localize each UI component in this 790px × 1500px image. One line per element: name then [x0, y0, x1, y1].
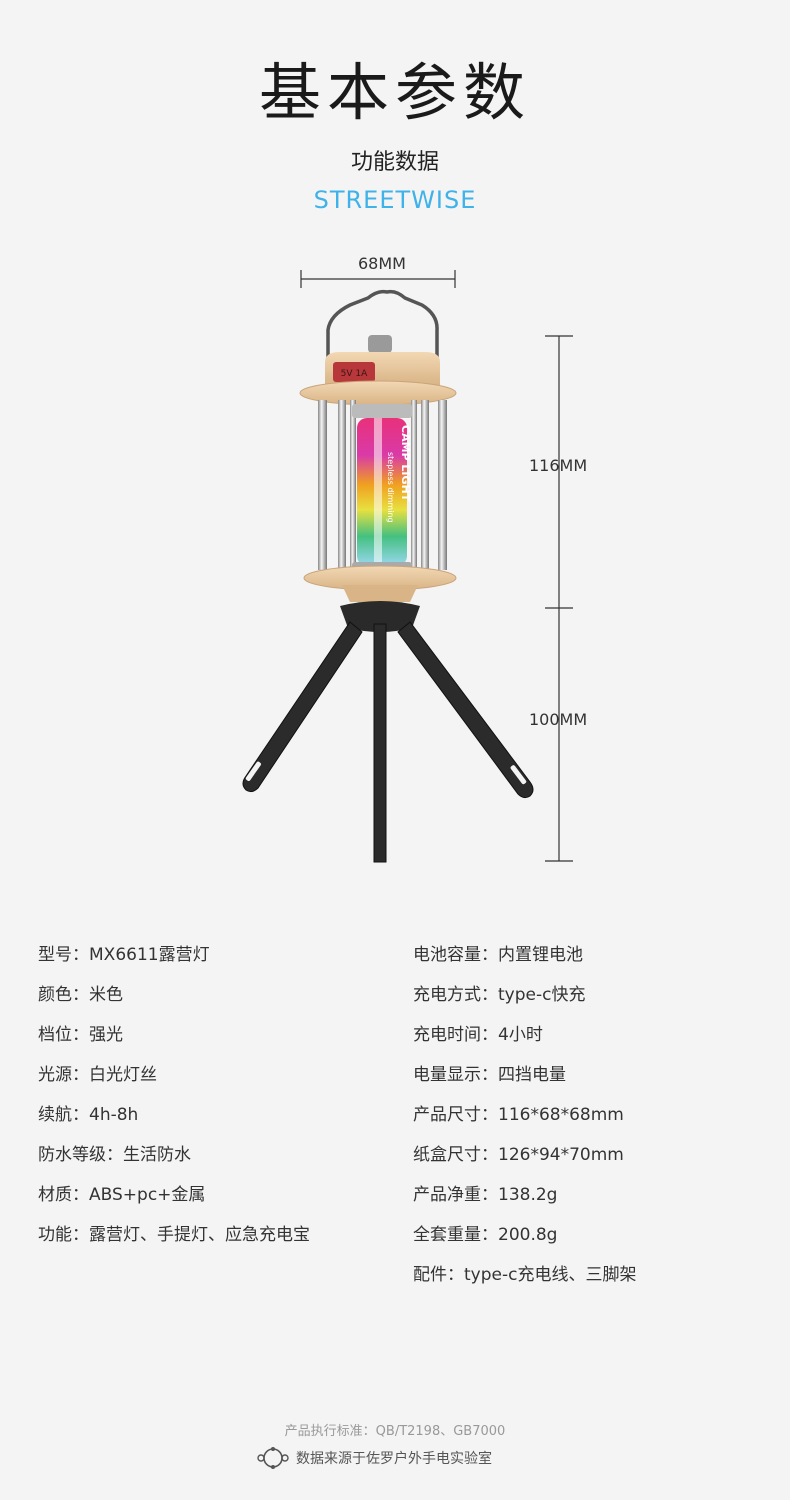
- height-dimension-line: [545, 335, 573, 862]
- lamp-height-dimension-label: 116MM: [529, 456, 588, 475]
- spec-row: 材质：ABS+pc+金属: [38, 1185, 206, 1205]
- page-subtitle: 功能数据: [350, 150, 439, 175]
- spec-row: 产品尺寸：116*68*68mm: [413, 1105, 624, 1125]
- tripod-legs: [242, 621, 534, 863]
- spec-row: 配件：type-c充电线、三脚架: [413, 1265, 637, 1285]
- spec-row: 纸盒尺寸：126*94*70mm: [413, 1145, 624, 1165]
- spec-row: 续航：4h-8h: [38, 1105, 139, 1125]
- spec-row: 充电时间：4小时: [413, 1025, 543, 1045]
- source-note: 数据来源于佐罗户外手电实验室: [256, 1446, 492, 1470]
- tripod-height-dimension-label: 100MM: [529, 710, 588, 729]
- lamp-handle: [326, 289, 439, 358]
- spec-row: 充电方式：type-c快充: [413, 985, 586, 1005]
- lab-logo-icon: [257, 1447, 289, 1469]
- source-text: 数据来源于佐罗户外手电实验室: [296, 1451, 492, 1467]
- spec-row: 全套重量：200.8g: [413, 1225, 558, 1245]
- spec-row: 功能：露营灯、手提灯、应急充电宝: [38, 1225, 310, 1245]
- spec-row: 档位：强光: [38, 1025, 123, 1045]
- spec-row: 产品净重：138.2g: [413, 1185, 558, 1205]
- charge-port-label: [333, 362, 375, 382]
- charge-rating-text: 5V 1A: [341, 369, 368, 379]
- tube-text-camp: CAMP LIGHT: [399, 425, 412, 502]
- spec-row: 光源：白光灯丝: [38, 1065, 157, 1085]
- tube-text-dimming: stepless dimming: [386, 452, 395, 523]
- specs-left-column: 型号：MX6611露营灯 颜色：米色 档位：强光 光源：白光灯丝 续航：4h-8…: [38, 942, 310, 1262]
- page-title: 基本参数: [258, 56, 531, 129]
- spec-row: 电池容量：内置锂电池: [413, 945, 583, 965]
- brand-name: STREETWISE: [313, 186, 477, 214]
- tripod-head: [340, 601, 420, 632]
- width-dimension-label: 68MM: [358, 254, 406, 273]
- product-illustration: 5V 1A CAMP LIGHT stepless dimming: [242, 270, 573, 863]
- lamp-base: [342, 585, 418, 602]
- width-dimension-line: [300, 270, 456, 288]
- standard-note: 产品执行标准：QB/T2198、GB7000: [284, 1424, 506, 1439]
- spec-row: 颜色：米色: [38, 985, 123, 1005]
- tripod-foot-holes: [245, 761, 527, 785]
- spec-row: 型号：MX6611露营灯: [38, 945, 210, 965]
- led-top: [352, 404, 412, 418]
- specs-right-column: 电池容量：内置锂电池 充电方式：type-c快充 充电时间：4小时 电量显示：四…: [413, 942, 636, 1302]
- spec-row: 电量显示：四挡电量: [413, 1065, 566, 1085]
- lamp-cage-rods: [318, 400, 447, 570]
- spec-row: 防水等级：生活防水: [38, 1145, 191, 1165]
- top-button: [368, 335, 392, 353]
